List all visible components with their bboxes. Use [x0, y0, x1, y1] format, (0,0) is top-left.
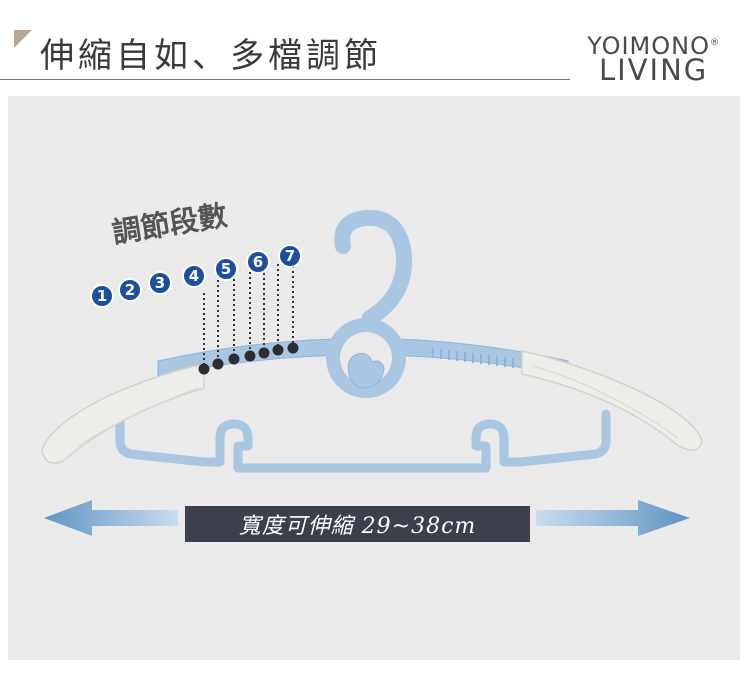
corner-accent	[14, 30, 32, 48]
level-badge-1: 1	[90, 284, 114, 308]
hanger-hook	[326, 209, 413, 398]
product-illustration-panel	[8, 96, 740, 660]
level-badge-6: 6	[246, 250, 270, 274]
hanger-right-arm	[521, 350, 703, 451]
width-range-label: 寬度可伸縮 29~38cm	[185, 506, 530, 542]
brand-name: YOIMONO	[587, 32, 710, 60]
ratchet-teeth	[432, 348, 514, 368]
width-arrow-right	[536, 500, 690, 536]
title-underline	[0, 79, 570, 80]
width-arrow-left	[44, 500, 178, 536]
page-title: 伸縮自如、多檔調節	[40, 36, 382, 76]
hanger-lower-frame	[115, 409, 611, 473]
hanger-illustration	[41, 209, 703, 536]
level-badge-4: 4	[182, 264, 206, 288]
brand-logo: YOIMONO® LIVING	[587, 34, 720, 85]
brand-subname: LIVING	[598, 53, 709, 87]
level-badge-2: 2	[118, 278, 142, 302]
header: 伸縮自如、多檔調節 YOIMONO® LIVING	[0, 0, 750, 95]
registered-mark: ®	[710, 38, 720, 48]
level-badge-7: 7	[278, 244, 302, 268]
level-badge-5: 5	[214, 257, 238, 281]
adjustment-dots	[198, 261, 299, 375]
level-badge-3: 3	[148, 271, 172, 295]
right-arm-edge	[532, 365, 679, 439]
left-arm-edge	[77, 387, 199, 447]
